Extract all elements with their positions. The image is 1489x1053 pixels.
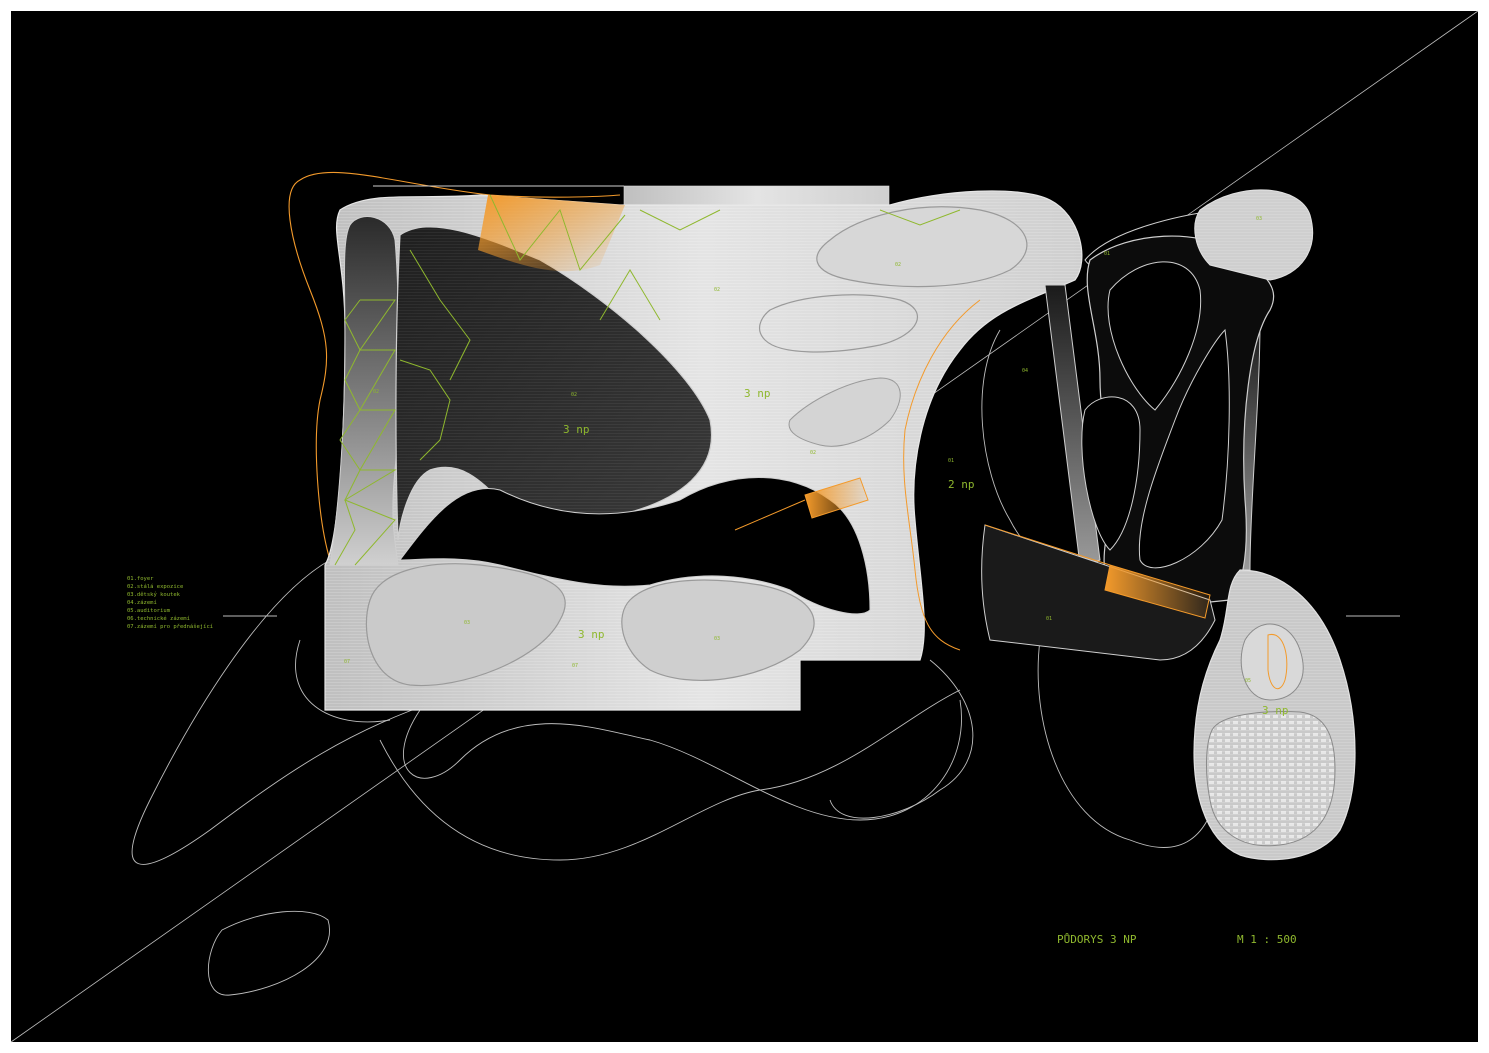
legend-item: 05.auditorium <box>127 608 171 614</box>
auditorium-seating <box>1205 711 1336 847</box>
floor-label-middle: 2 np <box>948 478 975 491</box>
room-number: 01 <box>1104 251 1110 257</box>
room-number: 07 <box>572 663 578 669</box>
drawing-scale: M 1 : 500 <box>1237 933 1297 946</box>
legend-item: 02.stálá expozice <box>127 583 183 590</box>
legend-item: 04.zázemí <box>127 599 157 606</box>
room-numbers: 02 02 02 02 02 01 01 04 03 01 03 03 07 0… <box>344 216 1262 684</box>
legend-item: 01.foyer <box>127 576 154 582</box>
room-number: 01 <box>1046 616 1052 622</box>
bridge-pier-a <box>1044 284 1101 566</box>
legend-item: 07.zázemí pro přednášející <box>127 623 213 630</box>
ramp-orange-east-line <box>984 524 1111 566</box>
room-number: 02 <box>714 287 720 293</box>
floor-labels: 3 np 3 np 2 np 3 np 3 np <box>563 387 1289 717</box>
room-number: 02 <box>373 389 379 395</box>
room-number: 03 <box>464 620 470 626</box>
room-dark-hatch <box>395 226 712 540</box>
legend-item: 06.technické zázemí <box>127 615 190 622</box>
room-number: 02 <box>571 392 577 398</box>
ramp-orange-east <box>1104 564 1211 619</box>
auditorium-stage <box>1240 623 1304 701</box>
void-center <box>398 477 871 615</box>
room-number: 03 <box>714 636 720 642</box>
floor-label-left: 3 np <box>563 423 590 436</box>
roof-strip-top <box>623 185 890 207</box>
deck-lower-east <box>981 524 1216 661</box>
auditorium-stage-orange <box>1267 634 1288 690</box>
drawing-title: PŮDORYS 3 NP <box>1057 933 1137 946</box>
void-east-b <box>1081 396 1141 551</box>
legend: 01.foyer 02.stálá expozice 03.dětský kou… <box>127 576 213 630</box>
ramp-orange-center <box>804 477 869 519</box>
room-corner-hatch <box>1194 189 1313 280</box>
void-east-c <box>1138 328 1230 569</box>
gallery-bottom-left <box>365 563 566 687</box>
gallery-bottom-right <box>621 579 815 681</box>
room-number: 07 <box>344 659 350 665</box>
room-number: 01 <box>948 458 954 464</box>
room-number: 02 <box>810 450 816 456</box>
legend-item: 03.dětský koutek <box>127 591 181 598</box>
room-number: 03 <box>1256 216 1262 222</box>
floor-label-auditorium: 3 np <box>1262 704 1289 717</box>
atrium-orange <box>478 195 625 272</box>
gallery-top-right <box>816 206 1028 288</box>
room-number: 04 <box>1022 368 1028 374</box>
floor-label-bottom: 3 np <box>578 628 605 641</box>
gallery-mid-right <box>758 294 919 353</box>
stair-object-center <box>788 377 901 447</box>
void-east-a <box>1107 261 1202 411</box>
ramp-orange-line <box>734 499 806 531</box>
room-number: 05 <box>1245 678 1251 684</box>
path-orange-inner <box>903 299 981 651</box>
room-number: 02 <box>895 262 901 268</box>
floor-label-center: 3 np <box>744 387 771 400</box>
